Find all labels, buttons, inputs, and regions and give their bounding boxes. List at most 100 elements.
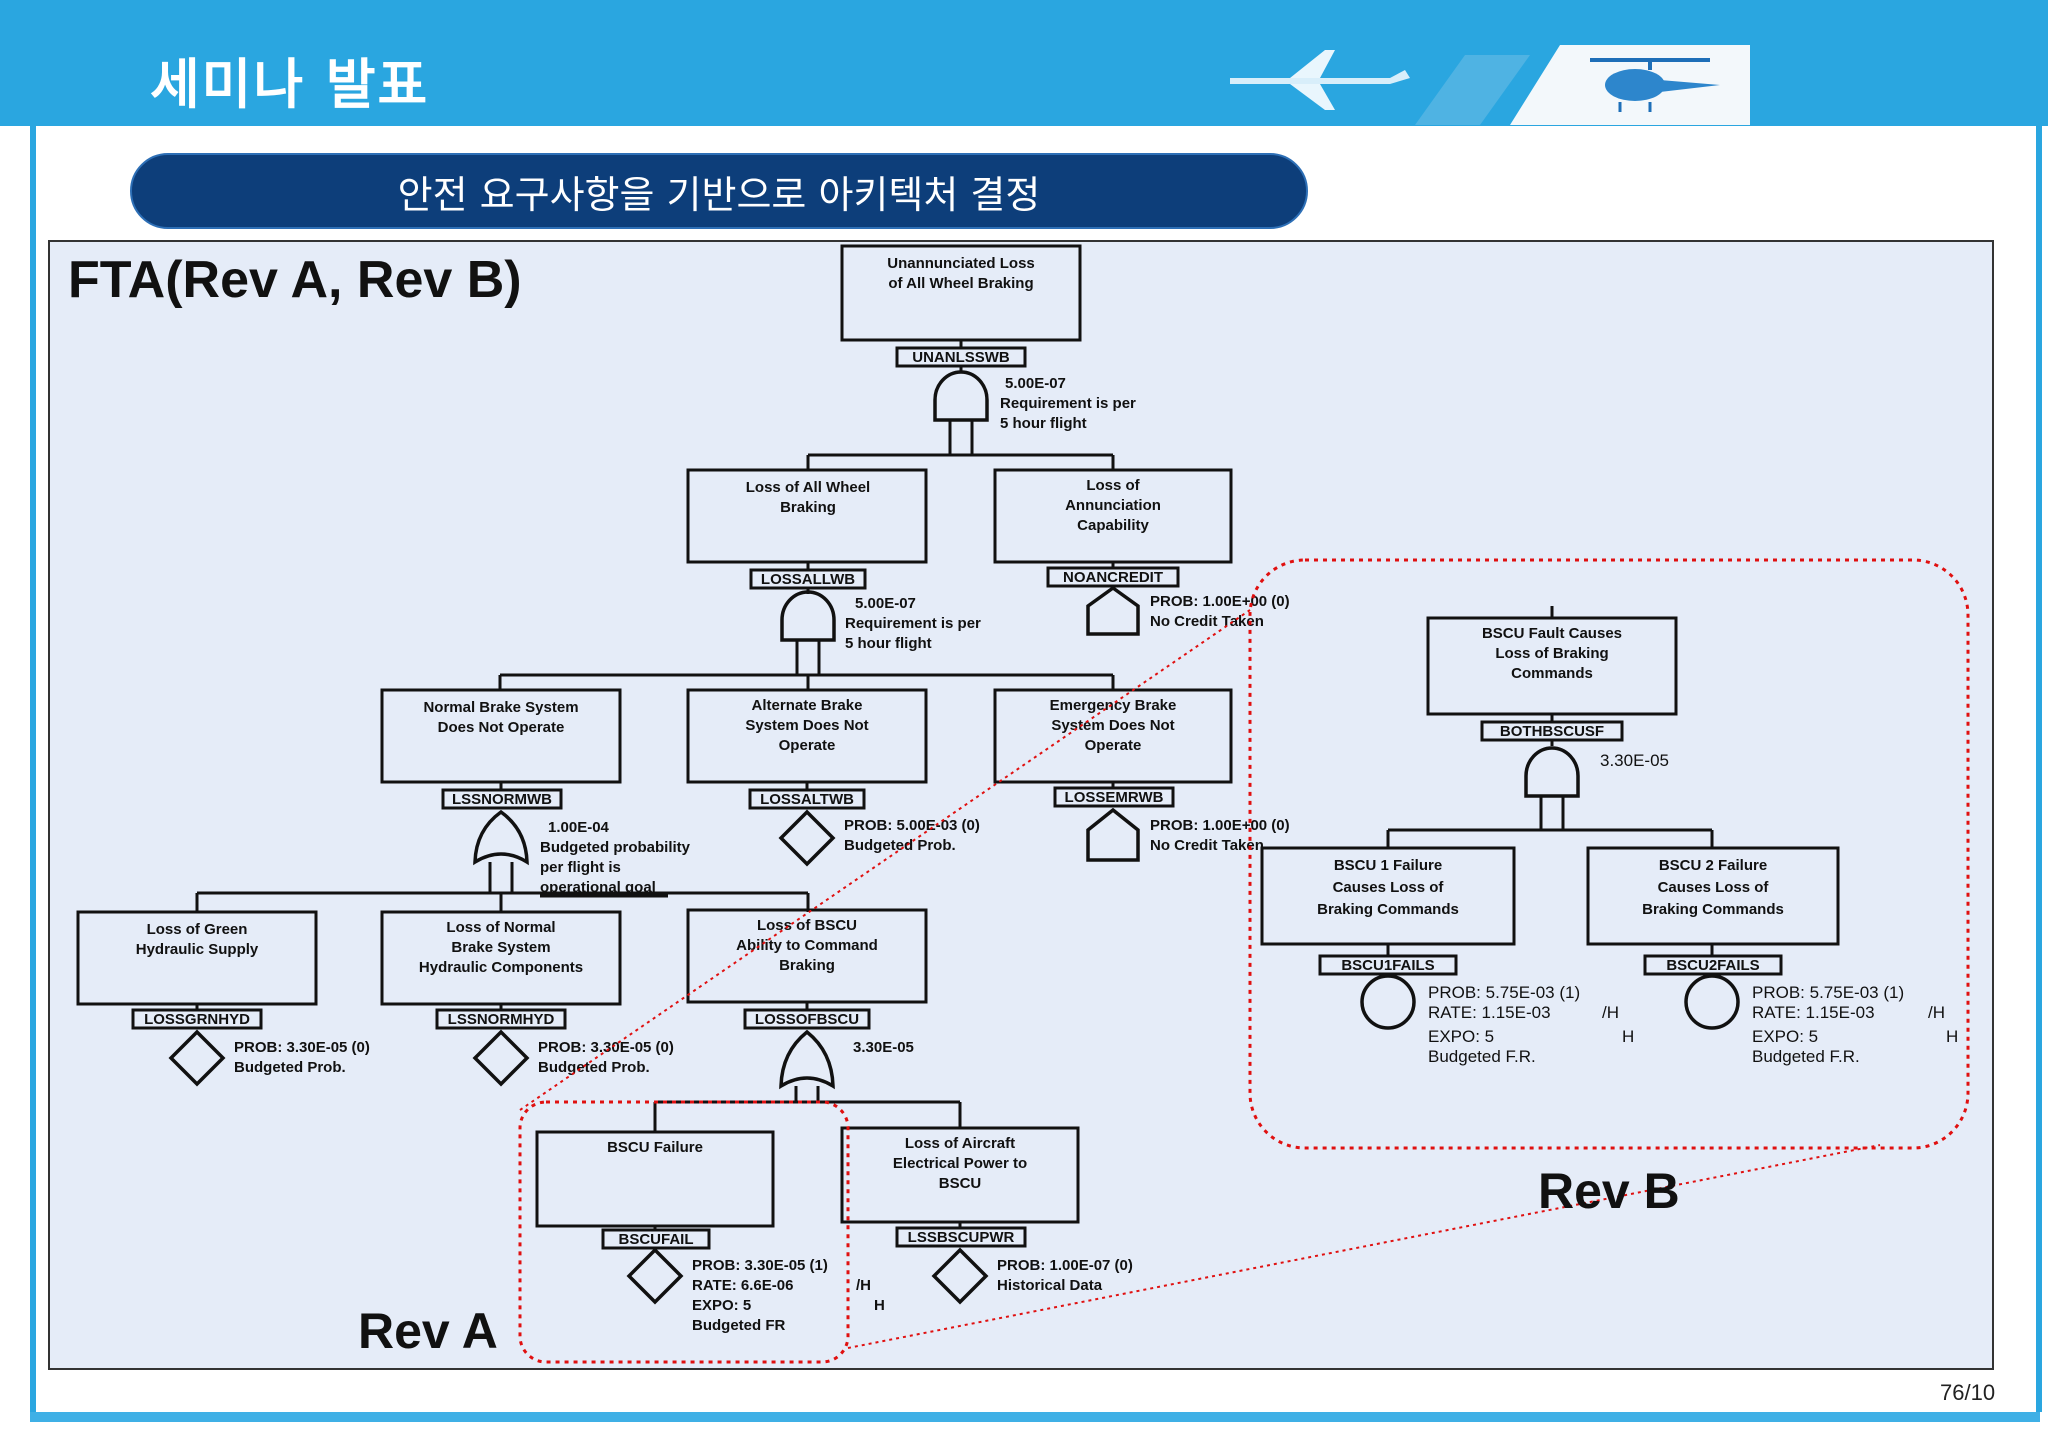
loss-green-hyd-annotation: PROB: 3.30E-05 (0) Budgeted Prob. [234,1039,370,1076]
svg-text:Loss of All Wheel: Loss of All Wheel [746,479,870,496]
svg-text:UNANLSSWB: UNANLSSWB [912,349,1010,366]
cargo-plane-icon [1415,55,1530,125]
svg-text:NOANCREDIT: NOANCREDIT [1063,569,1163,586]
tag-alternate-brake: LOSSALTWB [748,788,866,810]
gate-loss-all-wheel-annotation: 5.00E-07 Requirement is per 5 hour fligh… [845,595,981,652]
tag-loss-bscu: LOSSOFBSCU [743,1008,871,1030]
svg-text:Does Not Operate: Does Not Operate [438,719,565,736]
svg-text:Braking: Braking [780,499,836,516]
tag-normal-brake: LSSNORMWB [441,788,563,810]
svg-text:Capability: Capability [1077,517,1149,534]
svg-text:LOSSOFBSCU: LOSSOFBSCU [755,1011,859,1028]
event-revb-top: BSCU Fault Causes Loss of Braking Comman… [1426,616,1678,716]
aircraft-decoration [1230,45,1750,125]
tag-bscu2: BSCU2FAILS [1643,954,1783,976]
svg-text:PROB: 3.30E-05 (1): PROB: 3.30E-05 (1) [692,1257,828,1274]
svg-text:PROB: 1.00E-07 (0): PROB: 1.00E-07 (0) [997,1257,1133,1274]
annunciation-annotation: PROB: 1.00E+00 (0) No Credit Taken [1150,593,1290,630]
svg-text:Unannunciated Loss: Unannunciated Loss [887,255,1035,272]
event-bscu-failure: BSCU Failure [535,1130,775,1228]
svg-text:Budgeted probability: Budgeted probability [540,839,691,856]
svg-text:No Credit Taken: No Credit Taken [1150,613,1264,630]
svg-text:LOSSGRNHYD: LOSSGRNHYD [144,1011,250,1028]
event-top: Unannunciated Loss of All Wheel Braking [840,244,1082,342]
svg-text:Annunciation: Annunciation [1065,497,1161,514]
svg-text:BSCU: BSCU [939,1175,982,1192]
svg-text:Brake System: Brake System [451,939,550,956]
and-gate-loss-all-wheel [780,590,836,642]
rev-a-label: Rev A [358,1303,498,1359]
and-gate-revb [1524,746,1580,798]
svg-text:per flight is: per flight is [540,859,621,876]
svg-text:Causes Loss of: Causes Loss of [1658,879,1770,896]
event-loss-all-wheel: Loss of All Wheel Braking [686,468,928,564]
svg-text:1.00E-04: 1.00E-04 [548,819,610,836]
rev-a-highlight [518,1100,850,1364]
diagram-title: FTA(Rev A, Rev B) [68,251,522,309]
loss-power-annotation: PROB: 1.00E-07 (0) Historical Data [997,1257,1133,1294]
svg-text:/H: /H [1602,1003,1619,1022]
svg-text:/H: /H [856,1277,871,1294]
svg-text:RATE: 6.6E-06: RATE: 6.6E-06 [692,1277,793,1294]
svg-text:BSCU Failure: BSCU Failure [607,1139,703,1156]
tag-emergency-brake: LOSSEMRWB [1053,786,1175,808]
tag-loss-power: LSSBSCUPWR [895,1226,1027,1248]
event-alternate-brake: Alternate Brake System Does Not Operate [686,688,928,784]
and-gate-top [933,370,989,422]
rev-connector-top [519,609,1251,1111]
svg-text:Causes Loss of: Causes Loss of [1333,879,1445,896]
gate-top-annotation: 5.00E-07 Requirement is per 5 hour fligh… [1000,375,1136,432]
svg-text:Hydraulic Components: Hydraulic Components [419,959,583,976]
svg-text:Loss of Aircraft: Loss of Aircraft [905,1135,1015,1152]
svg-text:PROB: 5.75E-03 (1): PROB: 5.75E-03 (1) [1752,983,1904,1002]
svg-text:Budgeted Prob.: Budgeted Prob. [234,1059,346,1076]
svg-text:PROB: 5.00E-03 (0): PROB: 5.00E-03 (0) [844,817,980,834]
svg-text:BSCU 2 Failure: BSCU 2 Failure [1659,857,1767,874]
tag-bscu-failure: BSCUFAIL [601,1228,711,1250]
alternate-brake-annotation: PROB: 5.00E-03 (0) Budgeted Prob. [844,817,980,854]
svg-text:Ability to Command: Ability to Command [736,937,878,954]
svg-text:of All Wheel Braking: of All Wheel Braking [888,275,1033,292]
subtitle-banner: 안전 요구사항을 기반으로 아키텍처 결정 [130,153,1308,229]
airliner-icon [1230,50,1410,110]
revb-gate-annotation: 3.30E-05 [1600,751,1669,770]
svg-text:Loss of: Loss of [1086,477,1140,494]
svg-text:Requirement is per: Requirement is per [1000,395,1136,412]
svg-text:EXPO: 5: EXPO: 5 [1428,1027,1494,1046]
diamond-alternate-brake [778,809,836,867]
normal-brake-annotation: 1.00E-04 Budgeted probability per flight… [540,819,691,896]
svg-text:5.00E-07: 5.00E-07 [855,595,916,612]
svg-text:LSSNORMHYD: LSSNORMHYD [448,1011,555,1028]
svg-text:/H: /H [1928,1003,1945,1022]
svg-text:Braking: Braking [779,957,835,974]
emergency-brake-annotation: PROB: 1.00E+00 (0) No Credit Taken [1150,817,1290,854]
or-gate-normal-brake [473,809,529,866]
event-emergency-brake: Emergency Brake System Does Not Operate [993,688,1233,784]
svg-text:Emergency Brake: Emergency Brake [1050,697,1177,714]
tag-loss-all-wheel: LOSSALLWB [749,568,867,590]
diamond-loss-normal-hyd [472,1029,530,1087]
svg-text:RATE: 1.15E-03: RATE: 1.15E-03 [1428,1003,1551,1022]
or-gate-loss-bscu [779,1029,835,1090]
diagram-panel [48,240,1994,1370]
event-normal-brake: Normal Brake System Does Not Operate [380,688,622,784]
svg-text:LSSBSCUPWR: LSSBSCUPWR [908,1229,1015,1246]
svg-text:H: H [1622,1027,1634,1046]
event-bscu2: BSCU 2 Failure Causes Loss of Braking Co… [1586,846,1840,946]
svg-text:BSCU Fault Causes: BSCU Fault Causes [1482,625,1622,642]
svg-text:PROB: 5.75E-03 (1): PROB: 5.75E-03 (1) [1428,983,1580,1002]
svg-text:Alternate Brake: Alternate Brake [752,697,863,714]
svg-text:EXPO: 5: EXPO: 5 [692,1297,751,1314]
basic-event-bscu2 [1684,974,1740,1030]
svg-text:BSCU1FAILS: BSCU1FAILS [1341,957,1434,974]
svg-text:Budgeted F.R.: Budgeted F.R. [1428,1047,1536,1066]
svg-text:Budgeted F.R.: Budgeted F.R. [1752,1047,1860,1066]
basic-event-bscu1 [1360,974,1416,1030]
diamond-loss-power [931,1247,989,1305]
svg-text:PROB: 3.30E-05 (0): PROB: 3.30E-05 (0) [234,1039,370,1056]
svg-text:Requirement is per: Requirement is per [845,615,981,632]
event-loss-normal-hyd: Loss of Normal Brake System Hydraulic Co… [380,910,622,1006]
svg-text:Normal Brake System: Normal Brake System [423,699,578,716]
house-event-annunciation [1086,585,1140,636]
svg-text:System Does Not: System Does Not [1051,717,1174,734]
